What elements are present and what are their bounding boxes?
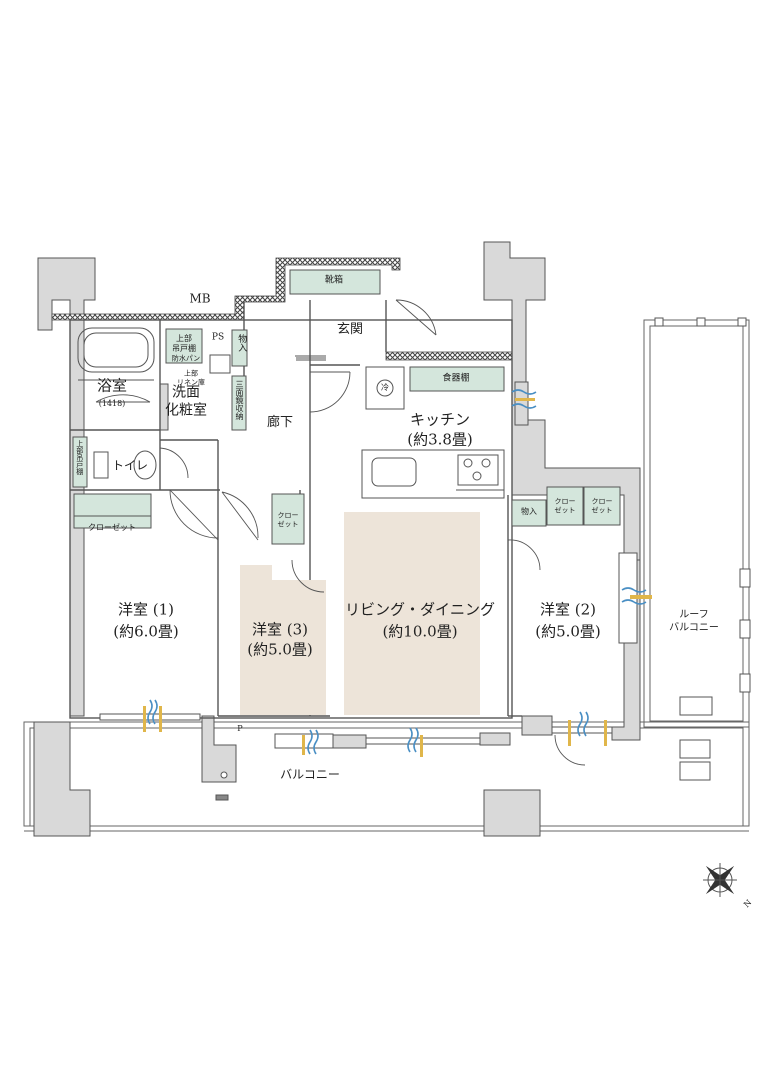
western1-name: 洋室 (1) <box>117 600 175 619</box>
kitchen-size: (約3.8畳) <box>407 430 473 449</box>
western3-name: 洋室 (3) <box>251 620 309 639</box>
balcony-label: バルコニー <box>280 767 340 782</box>
shoe-box-label: 靴箱 <box>324 275 344 286</box>
toilet-label: トイレ <box>111 458 149 473</box>
closet-1 <box>73 493 152 517</box>
stove <box>457 454 499 486</box>
compass-icon <box>703 863 737 897</box>
entrance-label: 玄関 <box>336 321 364 337</box>
cupboard-label: 食器棚 <box>442 373 470 384</box>
storage2-label: 物入 <box>521 507 537 516</box>
kitchen-name: キッチン <box>409 410 471 429</box>
cupboard <box>409 366 505 392</box>
upper-cabinet <box>165 328 203 364</box>
misc-marks <box>215 771 229 801</box>
roof-balcony-rail <box>654 317 751 781</box>
waterproof-pan-label: 防水パン <box>171 354 201 363</box>
hallway-label: 廊下 <box>266 414 294 430</box>
mirror-storage <box>231 375 247 431</box>
western2-size: (約5.0畳) <box>535 622 601 641</box>
closet-2b <box>583 486 621 526</box>
storage-units <box>72 269 621 545</box>
mb-label: MB <box>189 291 211 306</box>
kitchen-counter <box>361 449 505 499</box>
structural-walls <box>33 241 641 837</box>
closet-1-lower <box>73 515 152 529</box>
fridge-label: 冷 <box>381 383 389 392</box>
floor-tints <box>240 512 480 715</box>
pipe-label: P <box>237 724 243 733</box>
closet-2a <box>546 486 584 526</box>
toilet-cabinet-label: 上部吊戸棚 <box>75 440 84 475</box>
closet2a-label: クロー ゼット <box>554 497 576 514</box>
ps-label: PS <box>211 332 225 343</box>
western3-size: (約5.0畳) <box>247 640 313 659</box>
upper-linen-label: 上部 リネン庫 <box>177 369 205 386</box>
sink <box>371 457 417 487</box>
bath-size: (1418) <box>98 399 126 408</box>
fridge <box>365 366 405 410</box>
closet-3 <box>271 493 305 545</box>
washroom-name: 洗面 化粧室 <box>165 384 207 419</box>
airflow-indicators <box>143 389 652 757</box>
toilet-cabinet <box>72 436 88 488</box>
living-size: (約10.0畳) <box>382 622 458 641</box>
closet1-label: クローゼット <box>88 523 136 532</box>
small-storage-label: 物入 <box>236 334 247 352</box>
storage-2 <box>511 499 547 527</box>
toilet-bowl <box>133 450 157 480</box>
closet2b-label: クロー ゼット <box>591 497 613 514</box>
bath-name: 浴室 <box>96 376 128 395</box>
hatched-wall <box>51 257 513 361</box>
living-name: リビング・ダイニング <box>344 600 496 619</box>
roof-balcony-label: ルーフ バルコニー <box>669 609 719 634</box>
western2-name: 洋室 (2) <box>539 600 597 619</box>
shoe-box <box>289 269 381 295</box>
western1-size: (約6.0畳) <box>113 622 179 641</box>
small-storage <box>231 329 248 367</box>
washroom-storage-label: 三面鏡収納 <box>235 380 244 420</box>
fixtures <box>77 327 505 499</box>
door-swings <box>95 299 586 766</box>
upper-hanging-label: 上部 吊戸棚 <box>172 334 196 353</box>
closet3-label: クロー ゼット <box>277 511 299 528</box>
